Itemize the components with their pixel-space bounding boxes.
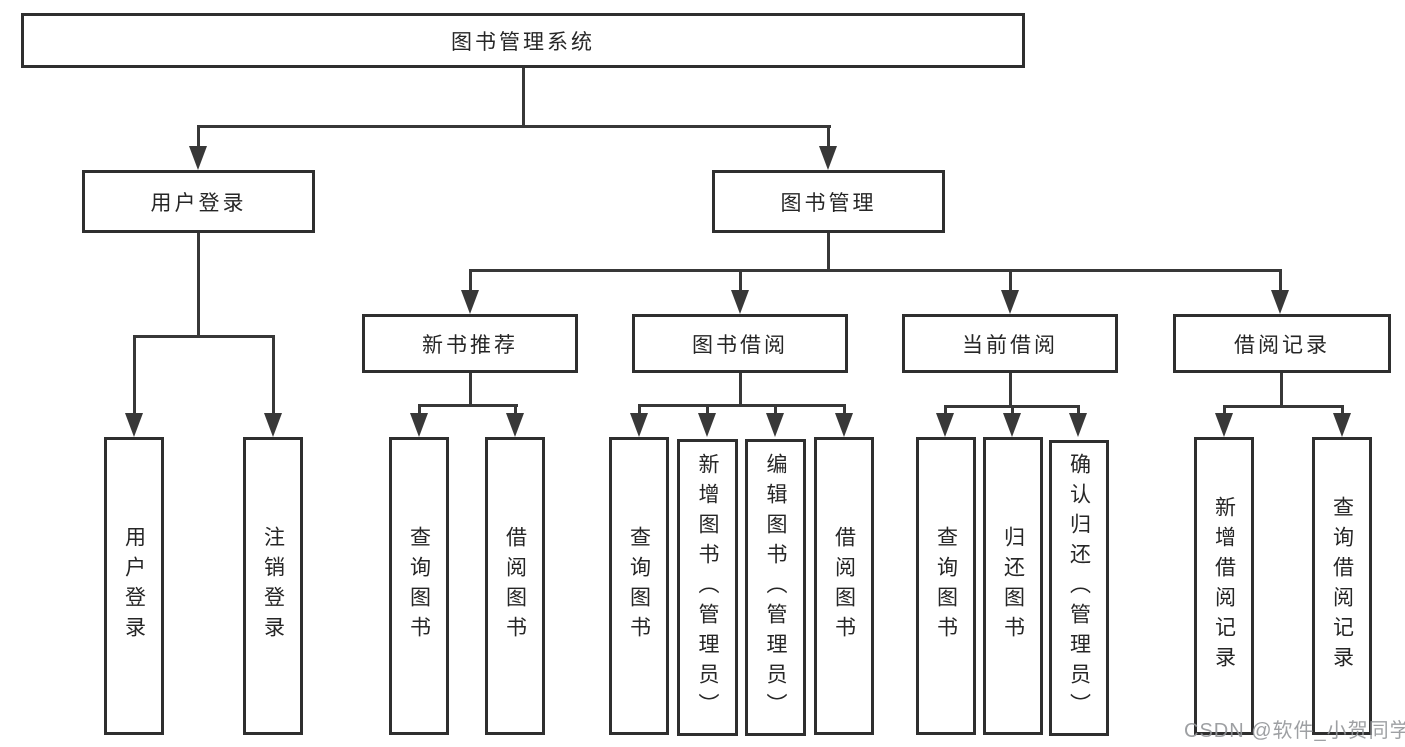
node-label: 注销登录: [261, 526, 285, 646]
node-label: 用户登录: [150, 191, 247, 215]
connector-line: [1009, 269, 1012, 294]
leaf-query-borrow-record: 查询借阅记录: [1312, 437, 1372, 735]
connector-line: [739, 373, 742, 407]
node-current-borrowing: 当前借阅: [902, 314, 1118, 373]
arrow-down-icon: [1069, 413, 1087, 437]
csdn-watermark: CSDN @软件_小贺同学: [1184, 720, 1405, 742]
leaf-return-book: 归还图书: [983, 437, 1043, 735]
node-label: 查询图书: [934, 526, 958, 646]
node-label: 编辑图书（管理员）: [764, 452, 787, 723]
leaf-logout: 注销登录: [243, 437, 303, 735]
arrow-down-icon: [698, 413, 716, 437]
node-label: 借阅图书: [503, 526, 527, 646]
arrow-down-icon: [189, 146, 207, 170]
node-borrowing-records: 借阅记录: [1173, 314, 1391, 373]
connector-line: [944, 405, 947, 417]
node-label: 查询图书: [407, 526, 431, 646]
arrow-down-icon: [936, 413, 954, 437]
leaf-add-book-admin: 新增图书（管理员）: [677, 439, 738, 736]
arrow-down-icon: [125, 413, 143, 437]
node-label: 图书管理: [780, 191, 877, 215]
connector-line: [774, 404, 777, 417]
leaf-borrow-book-2: 借阅图书: [814, 437, 874, 735]
connector-line: [1011, 405, 1014, 417]
arrow-down-icon: [264, 413, 282, 437]
connector-line: [133, 335, 275, 338]
connector-line: [133, 335, 136, 417]
leaf-user-login: 用户登录: [104, 437, 164, 735]
arrow-down-icon: [766, 413, 784, 437]
node-label: 用户登录: [122, 526, 146, 646]
leaf-query-book-1: 查询图书: [389, 437, 449, 735]
connector-line: [272, 335, 275, 417]
node-label: 图书管理系统: [451, 30, 595, 54]
arrow-down-icon: [819, 146, 837, 170]
leaf-confirm-return-admin: 确认归还（管理员）: [1049, 440, 1109, 736]
node-label: 图书借阅: [692, 333, 788, 357]
node-label: 当前借阅: [962, 333, 1058, 357]
node-user-login: 用户登录: [82, 170, 315, 233]
arrow-down-icon: [731, 290, 749, 314]
node-label: 新增借阅记录: [1212, 496, 1236, 676]
connector-line: [638, 404, 846, 407]
connector-line: [1279, 269, 1282, 294]
arrow-down-icon: [1271, 290, 1289, 314]
connector-line: [469, 373, 472, 407]
arrow-down-icon: [1333, 413, 1351, 437]
node-book-borrowing: 图书借阅: [632, 314, 848, 373]
node-label: 归还图书: [1001, 526, 1025, 646]
connector-line: [827, 125, 830, 151]
node-label: 查询图书: [627, 526, 651, 646]
leaf-edit-book-admin: 编辑图书（管理员）: [745, 439, 806, 736]
connector-line: [827, 233, 830, 272]
connector-line: [739, 269, 742, 294]
node-new-book-recommend: 新书推荐: [362, 314, 578, 373]
connector-line: [514, 404, 517, 417]
connector-line: [197, 233, 200, 338]
arrow-down-icon: [835, 413, 853, 437]
connector-line: [706, 404, 709, 417]
leaf-query-book-3: 查询图书: [916, 437, 976, 735]
connector-line: [522, 68, 525, 128]
connector-line: [469, 269, 1282, 272]
leaf-add-borrow-record: 新增借阅记录: [1194, 437, 1254, 735]
leaf-query-book-2: 查询图书: [609, 437, 669, 735]
connector-line: [1280, 373, 1283, 408]
connector-line: [197, 125, 831, 128]
connector-line: [1341, 405, 1344, 417]
node-label: 新增图书（管理员）: [696, 452, 719, 723]
connector-line: [1009, 373, 1012, 408]
node-label: 借阅图书: [832, 526, 856, 646]
node-label: 确认归还（管理员）: [1067, 453, 1091, 723]
arrow-down-icon: [1215, 413, 1233, 437]
connector-line: [1223, 405, 1343, 408]
connector-line: [197, 125, 200, 151]
arrow-down-icon: [461, 290, 479, 314]
node-label: 新书推荐: [422, 333, 518, 357]
leaf-borrow-book-1: 借阅图书: [485, 437, 545, 735]
node-label: 借阅记录: [1234, 333, 1330, 357]
arrow-down-icon: [1003, 413, 1021, 437]
connector-line: [1223, 405, 1226, 417]
connector-line: [638, 404, 641, 417]
node-label: 查询借阅记录: [1330, 496, 1354, 676]
node-library-management-system: 图书管理系统: [21, 13, 1025, 68]
connector-line: [469, 269, 472, 294]
connector-line: [418, 404, 518, 407]
arrow-down-icon: [410, 413, 428, 437]
arrow-down-icon: [506, 413, 524, 437]
arrow-down-icon: [630, 413, 648, 437]
connector-line: [418, 404, 421, 417]
connector-line: [843, 404, 846, 417]
arrow-down-icon: [1001, 290, 1019, 314]
connector-line: [1077, 405, 1080, 417]
node-book-management: 图书管理: [712, 170, 945, 233]
